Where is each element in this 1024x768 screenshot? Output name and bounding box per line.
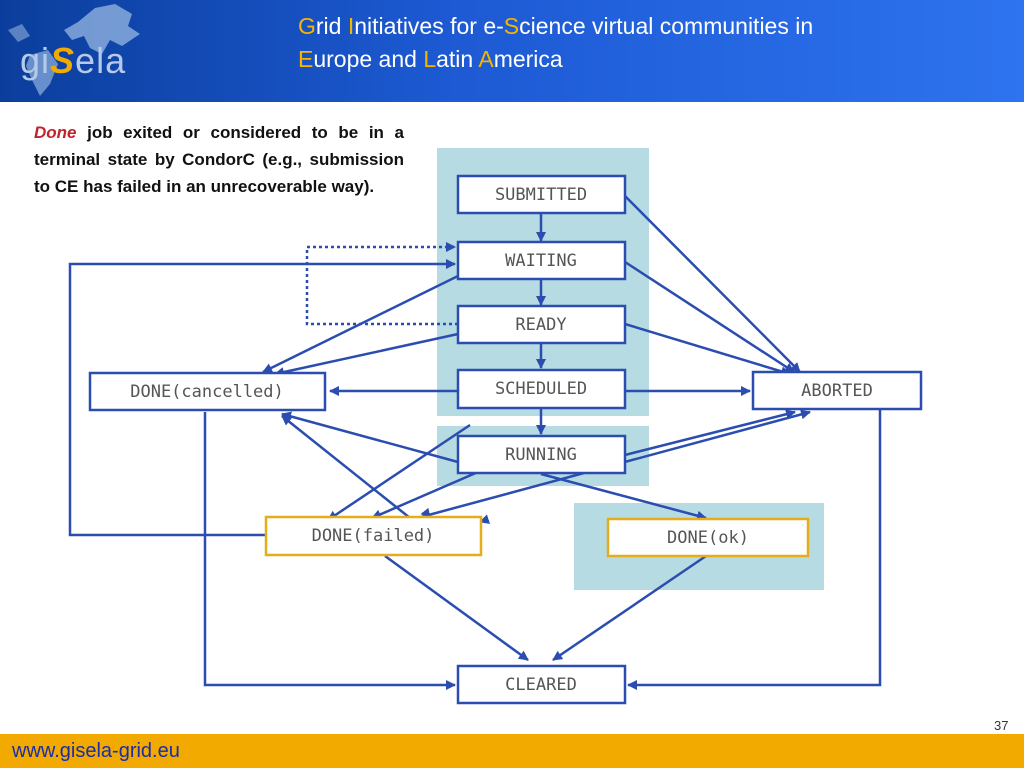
state-cleared: CLEARED <box>456 664 627 705</box>
done-keyword: Done <box>34 123 77 142</box>
europe-map-icon <box>8 4 140 96</box>
state-waiting: WAITING <box>456 240 627 281</box>
state-done-ok: DONE(ok) <box>606 517 810 558</box>
state-done-ok-label: DONE(ok) <box>667 528 749 548</box>
state-aborted: ABORTED <box>751 370 923 411</box>
state-submitted: SUBMITTED <box>456 174 627 215</box>
state-done-cancelled: DONE(cancelled) <box>88 371 327 412</box>
slide-title: Grid Initiatives for e-Science virtual c… <box>298 10 1018 76</box>
state-ready-label: READY <box>515 315 566 335</box>
state-done-cancelled-label: DONE(cancelled) <box>130 382 284 402</box>
header-banner: giSela Grid Initiatives for e-Science vi… <box>0 0 1024 102</box>
title-line-2: Europe and Latin America <box>298 46 563 72</box>
state-running: RUNNING <box>456 434 627 475</box>
state-done-failed: DONE(failed) <box>264 515 483 557</box>
state-scheduled: SCHEDULED <box>456 368 627 410</box>
gisela-logo: giSela <box>0 0 200 102</box>
state-done-failed-label: DONE(failed) <box>312 526 435 546</box>
state-running-label: RUNNING <box>505 445 577 465</box>
footer-url: www.gisela-grid.eu <box>12 740 180 762</box>
state-scheduled-label: SCHEDULED <box>495 379 587 399</box>
footer-bar: www.gisela-grid.eu <box>0 734 1024 768</box>
done-description-text: job exited or considered to be in a term… <box>34 123 404 196</box>
resubmit-dotted-arrow <box>305 242 458 326</box>
title-line-1: Grid Initiatives for e-Science virtual c… <box>298 13 814 39</box>
state-submitted-label: SUBMITTED <box>495 185 587 205</box>
logo-wordmark: giSela <box>20 40 127 81</box>
done-description: Done job exited or considered to be in a… <box>34 119 404 200</box>
state-aborted-label: ABORTED <box>801 381 873 401</box>
state-waiting-label: WAITING <box>505 251 577 271</box>
state-ready: READY <box>456 304 627 345</box>
state-cleared-label: CLEARED <box>505 675 577 695</box>
page-number: 37 <box>994 718 1009 733</box>
